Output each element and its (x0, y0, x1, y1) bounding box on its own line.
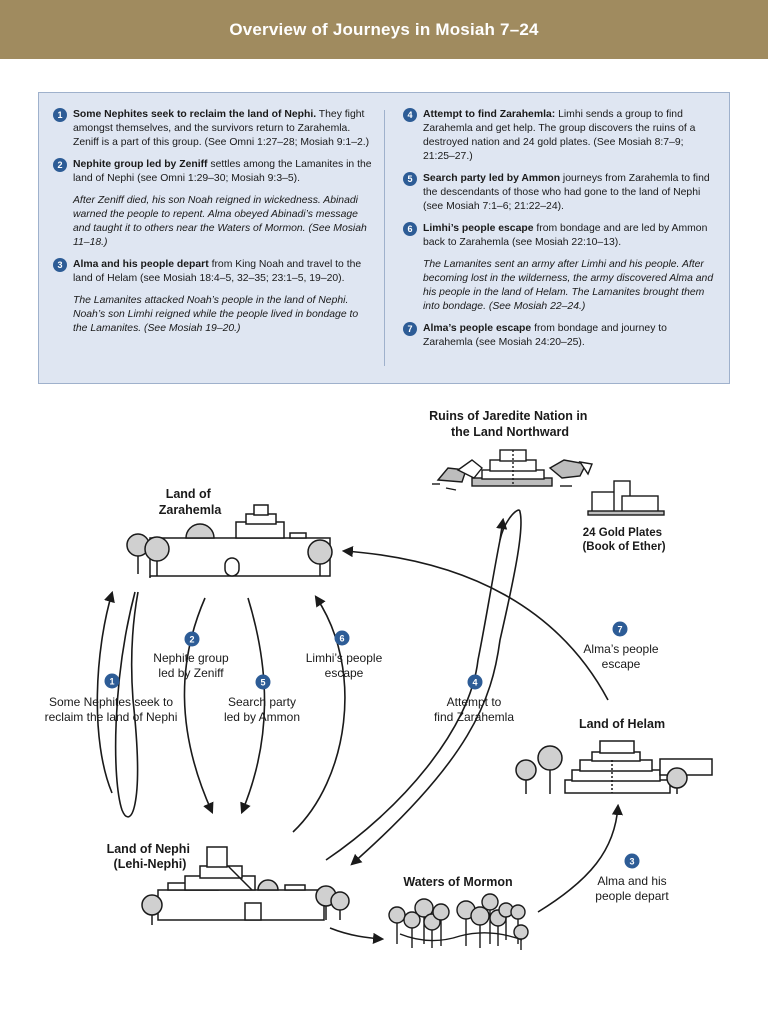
number-badge-3: 3 (53, 258, 67, 272)
legend-item-3-text: from King Noah and travel to the land of… (73, 259, 362, 284)
legend-item-6-heading: Limhi’s people escape (423, 223, 534, 234)
label-waters-of-mormon: Waters of Mormon (403, 875, 512, 889)
legend-item-3: 3 Alma and his people depart from King N… (53, 258, 373, 286)
nephi-city-icon (141, 846, 350, 925)
zarahemla-city-icon (126, 504, 333, 578)
number-badge-4: 4 (403, 108, 417, 122)
legend-item-1: 1 Some Nephites seek to reclaim the land… (53, 108, 373, 150)
route-1-path-up (96, 590, 115, 794)
legend-item-5-text: journeys from Zarahemla to find the desc… (423, 173, 710, 212)
legend-item-5-heading: Search party led by Ammon (423, 173, 561, 184)
legend-item-7-text: from bondage and journey to Zarahemla (s… (423, 323, 667, 348)
nephi-to-mormon-path (329, 927, 385, 944)
legend-item-2-heading: Nephite group led by Zeniff (73, 159, 208, 170)
label-nephi: Land of Nephi (Lehi-Nephi) (107, 842, 194, 871)
route-1-path-down (114, 591, 139, 818)
legend-item-2: 2 Nephite group led by Zeniff settles am… (53, 158, 373, 186)
label-ruins: Ruins of Jaredite Nation in the Land Nor… (429, 409, 591, 439)
legend-item-1-heading: Some Nephites seek to reclaim the land o… (73, 109, 317, 120)
legend-column-left: 1 Some Nephites seek to reclaim the land… (53, 108, 373, 344)
page-title: Overview of Journeys in Mosiah 7–24 (229, 19, 539, 39)
legend-item-7-heading: Alma’s people escape (423, 323, 532, 334)
legend-item-7: 7 Alma’s people escape from bondage and … (403, 322, 715, 350)
legend-item-4-text: Limhi sends a group to find Zarahemla an… (423, 109, 696, 162)
legend-item-2-text: settles among the Lamanites in the land … (73, 159, 372, 184)
legend-item-4-heading: Attempt to find Zarahemla: (423, 109, 556, 120)
legend-note-limhi: The Lamanites attacked Noah’s people in … (73, 295, 359, 334)
number-badge-1: 1 (53, 108, 67, 122)
number-badge-5: 5 (403, 172, 417, 186)
number-badge-6: 6 (403, 222, 417, 236)
helam-city-icon (515, 740, 713, 794)
svg-text:4: 4 (472, 678, 477, 688)
route-4-path (325, 509, 522, 866)
route-arrows (96, 509, 623, 944)
svg-text:1: 1 (109, 677, 114, 687)
label-helam: Land of Helam (579, 717, 665, 731)
route-2-path (183, 597, 214, 815)
legend-item-6-text: from bondage and are led by Ammon back t… (423, 223, 708, 248)
route-5-path (240, 597, 266, 815)
legend-item-6: 6 Limhi’s people escape from bondage and… (403, 222, 715, 250)
legend-item-5: 5 Search party led by Ammon journeys fro… (403, 172, 715, 214)
legend-box: 1 Some Nephites seek to reclaim the land… (38, 92, 730, 384)
route-7-path (341, 546, 609, 701)
route-6-path (292, 595, 346, 833)
svg-text:7: 7 (617, 625, 622, 635)
number-badge-7: 7 (403, 322, 417, 336)
label-gold-plates: 24 Gold Plates (Book of Ether) (582, 527, 665, 553)
svg-text:2: 2 (189, 635, 194, 645)
legend-item-4: 4 Attempt to find Zarahemla: Limhi sends… (403, 108, 715, 164)
title-banner: Overview of Journeys in Mosiah 7–24 (0, 0, 768, 59)
legend-item-3-heading: Alma and his people depart (73, 259, 209, 270)
route-3-path (537, 803, 623, 913)
label-zarahemla: Land of Zarahemla (159, 487, 223, 517)
legend-note-army: The Lamanites sent an army after Limhi a… (423, 259, 714, 312)
legend-note-noah: After Zeniff died, his son Noah reigned … (73, 195, 367, 248)
gold-plates-icon (587, 480, 665, 516)
legend-column-right: 4 Attempt to find Zarahemla: Limhi sends… (403, 108, 715, 358)
waters-of-mormon-icon (388, 893, 529, 950)
svg-text:3: 3 (629, 857, 634, 867)
number-badge-2: 2 (53, 158, 67, 172)
svg-text:6: 6 (339, 634, 344, 644)
legend-item-1-text: They fight amongst themselves, and the s… (73, 109, 370, 148)
legend-divider (384, 110, 385, 366)
svg-text:5: 5 (260, 678, 265, 688)
route-4-end (496, 517, 508, 541)
journey-map: Land of Zarahemla Land of Nephi (Lehi-Ne… (45, 409, 713, 950)
jaredite-ruins-icon (432, 449, 593, 491)
